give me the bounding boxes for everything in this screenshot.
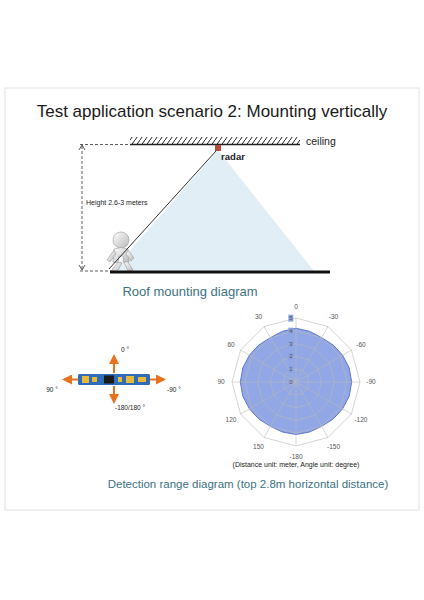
distance-tick: 2 — [288, 353, 293, 360]
diagram-label: ceiling — [306, 136, 336, 148]
axis-direction: -90 ° — [167, 386, 181, 393]
grid-spoke — [296, 382, 351, 414]
angle-tick: 0 — [294, 303, 298, 310]
grid-spoke — [296, 350, 351, 382]
distance-tick: 3 — [288, 340, 293, 347]
grid-spoke — [296, 327, 328, 382]
angle-tick: -60 — [356, 341, 365, 348]
grid-spoke — [241, 350, 296, 382]
frame — [5, 88, 419, 510]
grid-spoke — [264, 327, 296, 382]
distance-tick: 1 — [288, 366, 293, 373]
axis-direction: 90 ° — [46, 386, 58, 393]
angle-tick: -30 — [329, 313, 338, 320]
radar-module — [78, 374, 150, 385]
title: Test application scenario 2: Mounting ve… — [37, 103, 388, 122]
grid-ring — [232, 318, 360, 446]
diagram-label: Height 2.6-3 meters — [86, 199, 147, 207]
angle-tick: 90 — [217, 378, 224, 385]
chart-caption: Detection range diagram (top 2.8m horizo… — [108, 478, 389, 491]
angle-tick: 30 — [255, 313, 262, 320]
angle-tick: 60 — [227, 341, 234, 348]
diagram-label: Roof mounting diagram — [122, 285, 257, 299]
direction-arrows — [64, 356, 164, 402]
polar-chart — [232, 318, 360, 446]
detection-cone — [112, 150, 314, 271]
angle-tick: -120 — [354, 416, 367, 423]
height-dimension — [80, 145, 130, 272]
grid-spoke — [264, 382, 296, 437]
grid-spoke — [296, 318, 297, 382]
radar-symbol — [215, 145, 221, 151]
axis-direction: 0 ° — [121, 346, 129, 353]
chart-caption: (Distance unit: meter, Angle unit: degre… — [233, 461, 360, 469]
distance-tick: 4 — [288, 328, 293, 335]
angle-tick: -180 — [289, 453, 302, 460]
distance-tick: 0 — [289, 379, 292, 386]
angle-tick: -150 — [327, 443, 340, 450]
radar-ray — [109, 151, 216, 269]
grid-spoke — [296, 382, 360, 383]
angle-tick: 120 — [226, 416, 237, 423]
grid-spoke — [296, 382, 328, 437]
diagram-label: radar — [221, 152, 245, 162]
distance-tick: 5 — [288, 315, 293, 322]
angle-tick: -90 — [366, 378, 375, 385]
floor-line — [110, 271, 330, 274]
dimension-arrows — [79, 145, 85, 270]
grid-spoke — [241, 382, 296, 414]
angle-tick: 150 — [253, 443, 264, 450]
grid-spoke — [296, 382, 297, 446]
ceiling-hatch — [130, 137, 300, 144]
axis-direction: -180/180 ° — [115, 404, 145, 411]
grid-spoke — [232, 382, 296, 383]
